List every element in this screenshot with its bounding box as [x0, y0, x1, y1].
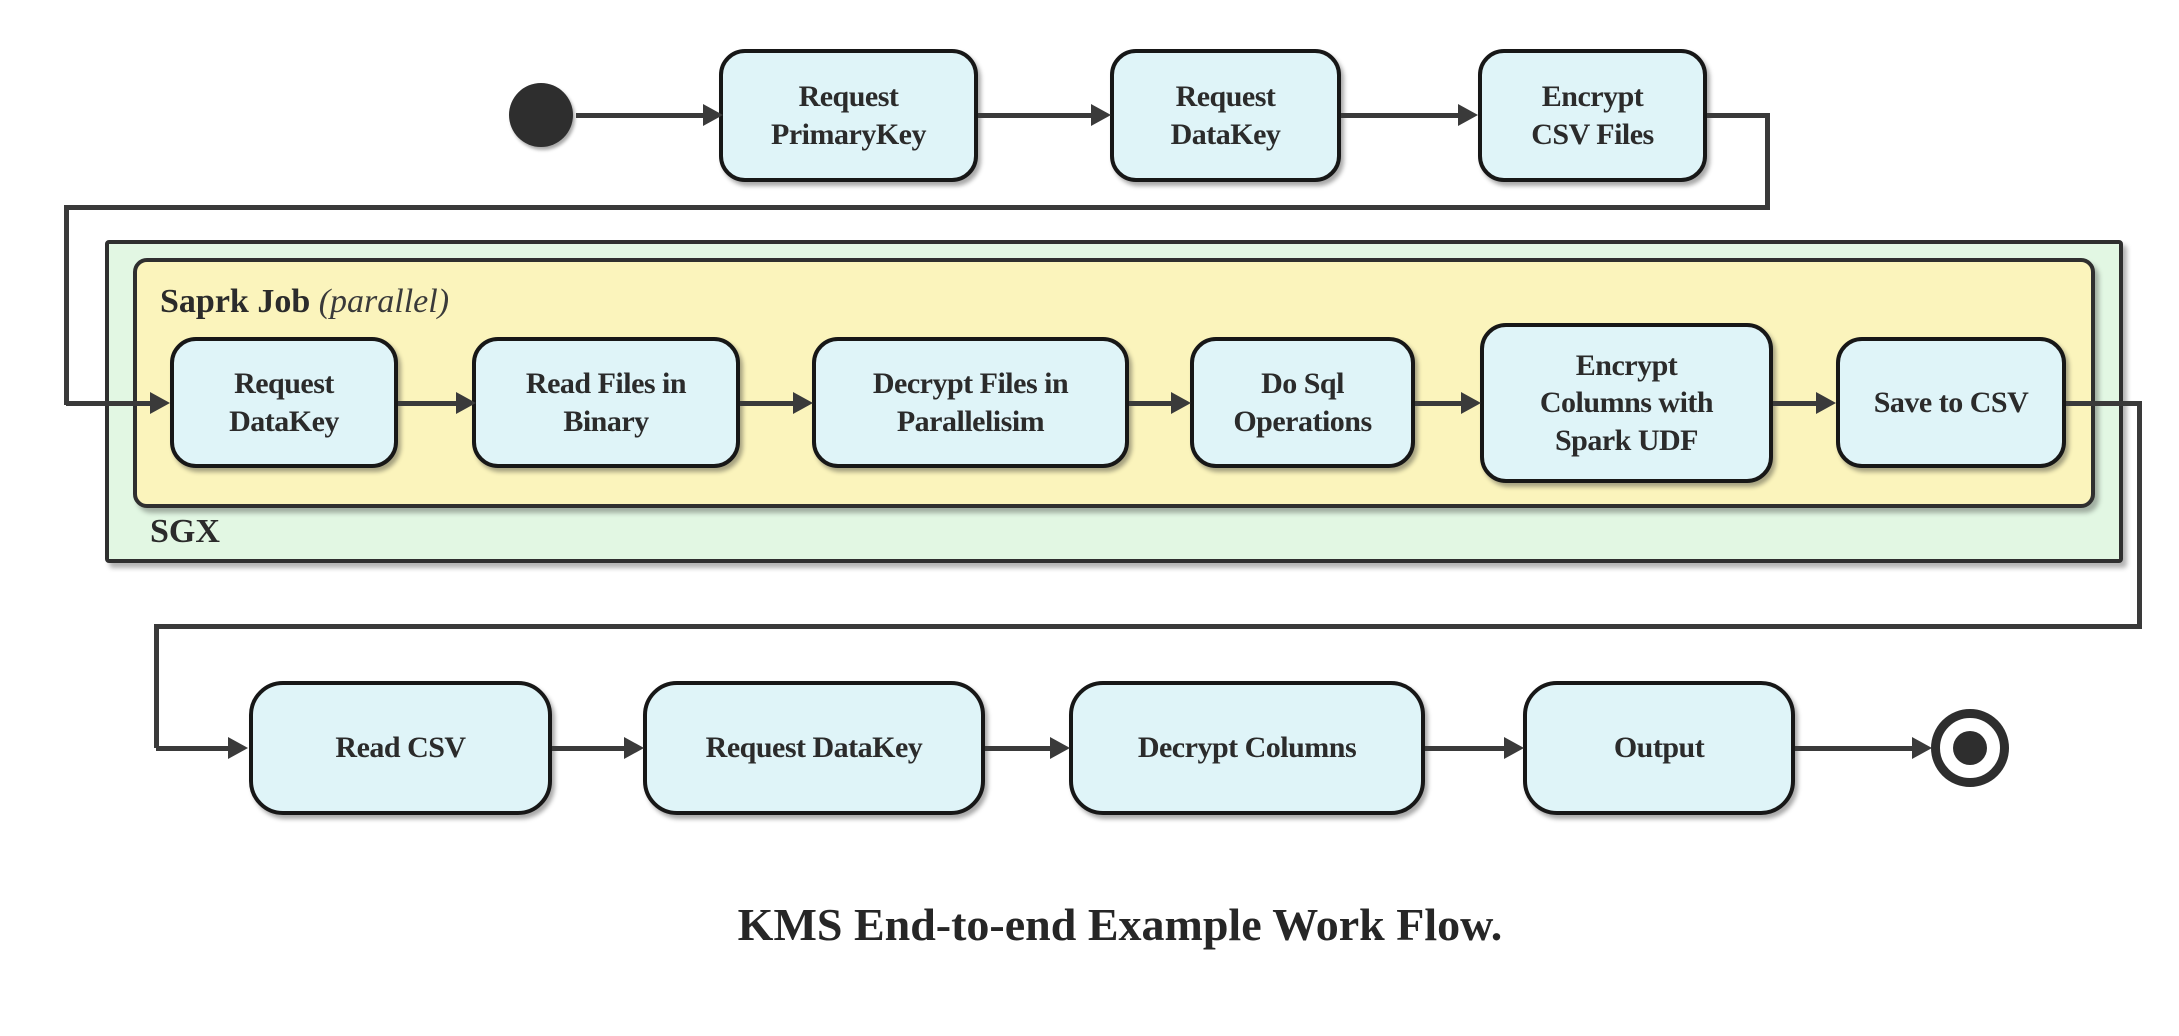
arrowhead-icon [1050, 737, 1070, 759]
activity-request-primarykey: Request PrimaryKey [719, 49, 978, 182]
edge-encrypt-columns-to-save-csv [1773, 401, 1816, 406]
arrowhead-icon [1461, 392, 1481, 414]
activity-label: Decrypt Columns [1137, 731, 1357, 765]
activity-request-datakey-sgx: Request DataKey [170, 337, 398, 468]
activity-label: Do Sql Operations [1233, 367, 1372, 438]
arrowhead-icon [150, 392, 170, 414]
edge-do-sql-to-encrypt-columns [1415, 401, 1461, 406]
arrowhead-icon [1816, 392, 1836, 414]
activity-do-sql-operations: Do Sql Operations [1190, 337, 1415, 468]
edge-to-sgx-seg3 [64, 205, 1770, 210]
edge-to-sgx-seg2 [1765, 113, 1770, 209]
activity-label: Request DataKey [705, 731, 923, 765]
arrowhead-icon [228, 737, 248, 759]
edge-decrypt-columns-to-output [1425, 746, 1504, 751]
activity-encrypt-columns-with-spark-udf: Encrypt Columns with Spark UDF [1480, 323, 1773, 483]
edge-output-to-end [1795, 746, 1912, 751]
arrowhead-icon [1091, 104, 1111, 126]
activity-label: Request DataKey [229, 367, 339, 438]
edge-request-datakey-to-decrypt-columns [985, 746, 1050, 751]
activity-label: Output [1613, 731, 1705, 765]
activity-label: Decrypt Files in Parallelisim [872, 367, 1069, 438]
arrowhead-icon [1912, 737, 1932, 759]
spark-job-group-label: Saprk Job (parallel) [160, 283, 449, 321]
activity-label: Request PrimaryKey [771, 80, 926, 151]
activity-request-datakey-top: Request DataKey [1110, 49, 1341, 182]
activity-read-csv: Read CSV [249, 681, 552, 815]
activity-encrypt-csv-files: Encrypt CSV Files [1478, 49, 1707, 182]
edge-to-sgx-seg1 [1707, 113, 1770, 118]
edge-start-to-request-primarykey [576, 113, 703, 118]
final-state-inner-dot [1953, 731, 1987, 765]
activity-decrypt-files-in-parallelisim: Decrypt Files in Parallelisim [812, 337, 1129, 468]
arrowhead-icon [624, 737, 644, 759]
start-state-icon [509, 83, 573, 147]
edge-to-bottom-seg1 [2066, 401, 2142, 406]
arrowhead-icon [793, 392, 813, 414]
arrowhead-icon [703, 104, 723, 126]
sgx-group-label: SGX [150, 513, 220, 550]
activity-read-files-in-binary: Read Files in Binary [472, 337, 740, 468]
edge-read-files-to-decrypt-files [740, 401, 793, 406]
arrowhead-icon [456, 392, 476, 414]
activity-request-datakey-bottom: Request DataKey [643, 681, 985, 815]
edge-sgx-datakey-to-read-files [398, 401, 456, 406]
final-state-icon [1931, 709, 2009, 787]
edge-to-bottom-seg2 [2137, 401, 2142, 629]
activity-save-to-csv: Save to CSV [1836, 337, 2066, 468]
arrowhead-icon [1171, 392, 1191, 414]
edge-decrypt-files-to-do-sql [1129, 401, 1171, 406]
spark-job-parallel-qualifier: (parallel) [318, 283, 450, 320]
activity-output: Output [1523, 681, 1795, 815]
diagram-caption: KMS End-to-end Example Work Flow. [737, 899, 1503, 950]
edge-request-datakey-to-encrypt-csv-files [1341, 113, 1458, 118]
activity-label: Save to CSV [1873, 385, 2029, 419]
activity-decrypt-columns: Decrypt Columns [1069, 681, 1425, 815]
activity-label: Read CSV [335, 731, 466, 765]
edge-to-sgx-seg4 [64, 205, 69, 405]
edge-to-bottom-seg3 [154, 624, 2142, 629]
edge-to-bottom-seg4 [154, 624, 159, 748]
arrowhead-icon [1458, 104, 1478, 126]
arrowhead-icon [1504, 737, 1524, 759]
edge-request-primarykey-to-request-datakey [978, 113, 1091, 118]
spark-job-label-text: Saprk Job [160, 283, 311, 320]
edge-to-bottom-seg5 [156, 746, 228, 751]
activity-label: Request DataKey [1170, 80, 1281, 151]
activity-label: Encrypt Columns with Spark UDF [1539, 348, 1714, 457]
edge-read-csv-to-request-datakey [552, 746, 624, 751]
activity-label: Encrypt CSV Files [1531, 80, 1654, 151]
edge-to-sgx-seg5 [66, 401, 150, 406]
activity-label: Read Files in Binary [525, 367, 687, 438]
